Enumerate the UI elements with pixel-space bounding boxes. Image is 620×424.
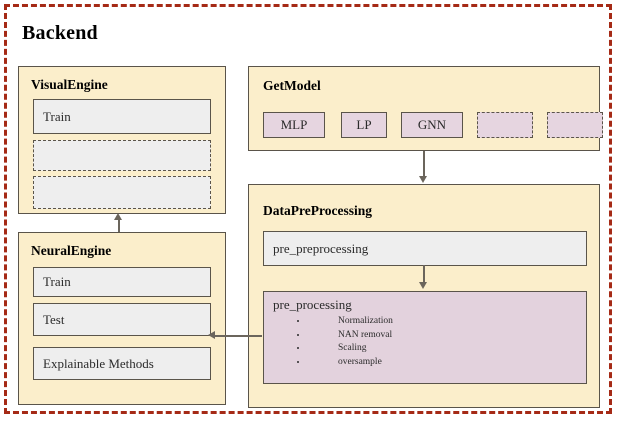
module-neural-engine-title: NeuralEngine [31, 243, 112, 258]
connector-neuralengine-to-visualengine-arrow [114, 213, 122, 220]
get-model-chip-gnn[interactable]: GNN [401, 112, 463, 138]
module-get-model-title: GetModel [263, 78, 321, 93]
module-visual-engine[interactable]: VisualEngine Train [18, 66, 226, 214]
module-data-preprocessing-title: DataPreProcessing [263, 203, 372, 218]
get-model-chip-placeholder-1[interactable] [477, 112, 533, 138]
connector-getmodel-to-datapreprocessing-arrow [419, 176, 427, 183]
module-get-model[interactable]: GetModel MLP LP GNN [248, 66, 603, 151]
neural-engine-item-explainable-methods[interactable]: Explainable Methods [33, 347, 211, 380]
module-data-preprocessing[interactable]: DataPreProcessing pre_preprocessing pre_… [248, 184, 600, 408]
pre-processing-bullet-list: Normalization NAN removal Scaling oversa… [286, 315, 393, 370]
data-preprocessing-item-pre-preprocessing[interactable]: pre_preprocessing [263, 231, 587, 266]
neural-engine-item-train[interactable]: Train [33, 267, 211, 297]
connector-prepre-to-pre-line [423, 265, 425, 283]
pre-processing-bullet-2: Scaling [338, 343, 367, 353]
data-preprocessing-panel-pre-processing[interactable]: pre_processing Normalization NAN removal… [263, 291, 587, 384]
connector-preprocessing-to-test-line [212, 335, 262, 337]
connector-prepre-to-pre-arrow [419, 282, 427, 289]
neural-engine-item-test-label: Test [43, 311, 65, 327]
module-visual-engine-title: VisualEngine [31, 77, 108, 92]
module-neural-engine[interactable]: NeuralEngine Train Test Explainable Meth… [18, 232, 226, 405]
connector-neuralengine-to-visualengine-line [118, 218, 120, 232]
get-model-chip-mlp-label: MLP [280, 117, 308, 132]
get-model-chip-lp-label: LP [356, 117, 372, 132]
backend-boundary-frame [4, 4, 612, 414]
get-model-chip-lp[interactable]: LP [341, 112, 387, 138]
get-model-chip-placeholder-2[interactable] [547, 112, 603, 138]
list-item: oversample [308, 356, 382, 370]
pre-processing-bullet-1: NAN removal [338, 329, 393, 340]
get-model-chip-mlp[interactable]: MLP [263, 112, 325, 138]
list-item: Scaling [308, 342, 367, 356]
list-item: NAN removal [308, 329, 392, 343]
neural-engine-item-test[interactable]: Test [33, 303, 211, 336]
visual-engine-item-placeholder-1[interactable] [33, 140, 211, 171]
visual-engine-item-train-label: Train [43, 108, 71, 124]
data-preprocessing-panel-pre-processing-title: pre_processing [273, 297, 352, 312]
pre-processing-bullet-3: oversample [338, 356, 382, 367]
visual-engine-item-placeholder-2[interactable] [33, 176, 211, 209]
pre-processing-bullet-0: Normalization [338, 316, 393, 326]
connector-preprocessing-to-test-arrow [208, 331, 215, 339]
connector-getmodel-to-datapreprocessing-line [423, 151, 425, 177]
neural-engine-item-explainable-methods-label: Explainable Methods [43, 355, 154, 371]
page-title: Backend [22, 22, 98, 44]
visual-engine-item-train[interactable]: Train [33, 99, 211, 134]
neural-engine-item-train-label: Train [43, 274, 71, 289]
get-model-chip-gnn-label: GNN [417, 117, 447, 132]
data-preprocessing-item-pre-preprocessing-label: pre_preprocessing [273, 240, 369, 256]
list-item: Normalization [308, 315, 393, 329]
